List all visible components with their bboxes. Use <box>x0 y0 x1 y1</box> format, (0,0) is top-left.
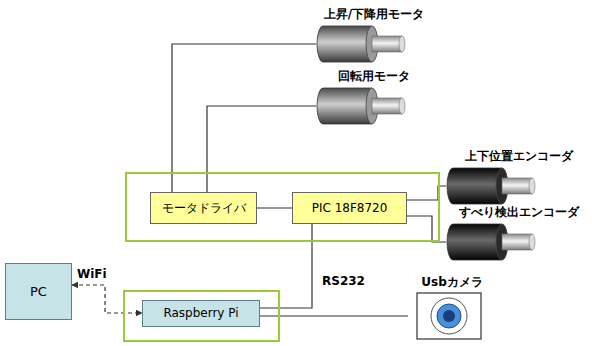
wire-connector <box>260 315 408 316</box>
box-label: PIC 18F8720 <box>308 201 392 215</box>
box-label: Raspberry Pi <box>159 306 242 320</box>
motor-icon-node: 回転用モータ <box>316 68 432 126</box>
part-label: Usbカメラ <box>408 274 496 290</box>
camera-icon-node: Usbカメラ <box>408 274 496 344</box>
wire-connector <box>207 106 316 192</box>
part-label: 回転用モータ <box>316 68 432 84</box>
motor-icon-node: 上昇/下降用モータ <box>316 6 432 64</box>
wire-connector <box>407 216 446 242</box>
camera-symbol <box>415 292 485 340</box>
process-box: PIC 18F8720 <box>292 192 407 224</box>
wire-connector <box>260 224 312 308</box>
board-frame: Raspberry Pi <box>123 290 280 342</box>
part-label: すべり検出エンコーダ <box>446 204 592 220</box>
connector-label: RS232 <box>320 274 367 288</box>
wire-connector <box>407 186 446 200</box>
box-label: モータドライバ <box>158 201 250 215</box>
encoder-symbol <box>446 222 538 262</box>
process-box: Raspberry Pi <box>142 300 260 327</box>
part-label: 上昇/下降用モータ <box>316 6 432 22</box>
computer-box: PC <box>5 263 72 320</box>
motor-symbol <box>316 24 408 64</box>
part-label: 上下位置エンコーダ <box>446 148 592 164</box>
encoder-symbol <box>446 166 538 206</box>
process-box: モータドライバ <box>150 192 257 224</box>
wire-connector <box>172 44 316 192</box>
box-label: PC <box>26 284 51 300</box>
board-frame: モータドライバ PIC 18F8720 <box>125 172 440 242</box>
encoder-icon-node: すべり検出エンコーダ <box>446 204 592 262</box>
wire-connector <box>257 207 292 208</box>
motor-symbol <box>316 86 408 126</box>
encoder-icon-node: 上下位置エンコーダ <box>446 148 592 206</box>
connector-label: WiFi <box>75 267 109 281</box>
